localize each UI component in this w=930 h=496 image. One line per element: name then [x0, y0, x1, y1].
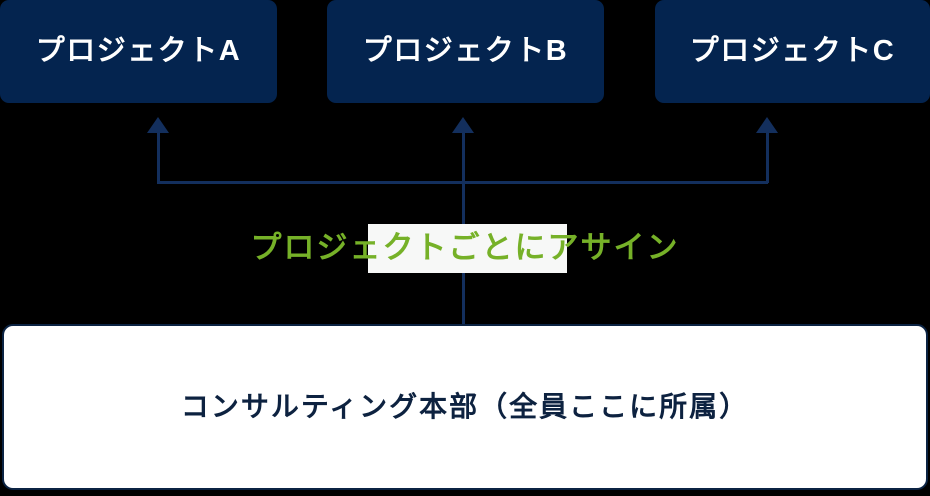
department-box: コンサルティング本部（全員ここに所属） — [2, 324, 928, 490]
project-box-b-label: プロジェクトB — [362, 35, 569, 67]
caption-background-mask — [368, 224, 567, 273]
connector-riser-c — [766, 126, 769, 183]
connector-riser-b — [462, 126, 465, 183]
project-box-b: プロジェクトB — [327, 0, 604, 103]
assignment-caption: プロジェクトごとにアサイン — [250, 230, 680, 265]
connector-riser-a — [157, 126, 160, 183]
project-box-c-label: プロジェクトC — [689, 35, 896, 67]
project-box-c: プロジェクトC — [655, 0, 930, 103]
department-box-label: コンサルティング本部（全員ここに所属） — [180, 391, 750, 422]
project-box-a-label: プロジェクトA — [35, 35, 242, 67]
arrow-up-icon-b — [452, 117, 474, 133]
arrow-up-icon-c — [756, 117, 778, 133]
project-box-a: プロジェクトA — [0, 0, 277, 103]
arrow-up-icon-a — [147, 117, 169, 133]
